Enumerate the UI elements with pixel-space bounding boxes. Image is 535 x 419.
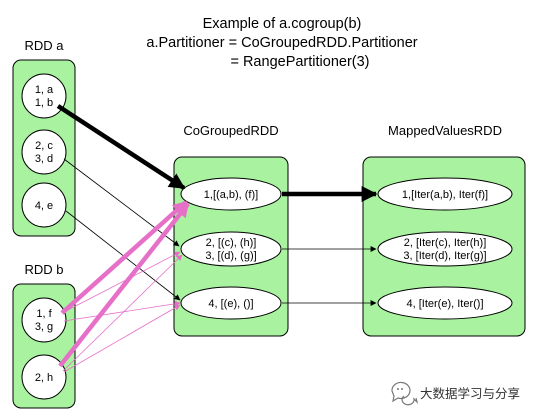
shuffle-arrow-b2-to-co2 [62,254,183,372]
rdd-a-partition-3 [21,182,67,228]
mapped-partition-1 [377,177,513,211]
cogrouped-partition-1 [180,177,282,211]
rdd-a-partition-2-line-1: 2, c [35,140,53,152]
chat-bubble-icon [391,381,419,406]
rdd-a-partition-3-line-1: 4, e [35,200,53,212]
cogrouped-partition-3-line-1: 4, [(e), ()] [208,298,253,310]
rdd-a-partition-1 [21,73,67,119]
mapped-partition-3-line-1: 4, [Iter(e), Iter()] [406,298,483,310]
cogrouped-partition-2-line-2: 3, [(d), (g)] [205,250,256,262]
mapped-values-rdd-header: MappedValuesRDD [388,123,502,138]
diagram-title-line-1: Example of a.cogroup(b) [203,16,362,32]
rdd-a-partition-1-line-2: 1, b [35,97,53,109]
mapped-partition-2-line-2: 3, [Iter(d), Iter(g)] [403,250,486,262]
rdd-b-header: RDD b [24,262,63,277]
rdd-a-header: RDD a [24,38,64,53]
shuffle-arrow-b1-to-co2 [63,251,181,313]
shuffle-arrow-b2-to-co3 [63,304,181,373]
rdd-b-partition-2-line-1: 2, h [35,372,53,384]
rdd-b-partition-1-line-1: 1, f [36,308,52,320]
cogrouped-rdd-header: CoGroupedRDD [183,123,278,138]
cogrouped-partition-2-line-1: 2, [(c), (h)] [206,237,257,249]
diagram-title-line-3: = RangePartitioner(3) [230,54,369,70]
cogrouped-partition-3 [180,286,282,320]
rdd-b-partition-1-line-2: 3, g [35,321,53,333]
rdd-a-partition-2-line-2: 3, d [35,153,53,165]
watermark-text: 大数据学习与分享 [420,386,520,401]
rdd-b-partition-1 [21,297,67,343]
mapped-partition-2 [377,231,513,267]
diagram-title-line-2: a.Partitioner = CoGroupedRDD.Partitioner [146,35,417,51]
dependency-arrow-a1-to-co1-thick [56,104,186,190]
watermark: 大数据学习与分享 [391,381,520,406]
shuffle-arrow-b1-to-co3 [63,300,181,322]
shuffle-arrow-b1-to-co1-thick [60,200,188,315]
rdd-a-partition-1-line-1: 1, a [35,84,54,96]
cogrouped-partition-1-line-1: 1,[(a,b), (f)] [204,189,258,201]
mapped-partition-2-line-1: 2, [Iter(c), Iter(h)] [404,237,487,249]
mapped-partition-3 [377,286,513,320]
rdd-a-partition-2 [21,129,67,175]
rdd-b-partition-2 [21,354,67,400]
mapped-partition-1-line-1: 1,[Iter(a,b), Iter(f)] [402,189,488,201]
cogrouped-partition-2 [180,231,282,267]
dependency-arrow-a2-to-co2 [63,158,180,247]
shuffle-arrow-b2-to-co1-thick [58,202,190,368]
